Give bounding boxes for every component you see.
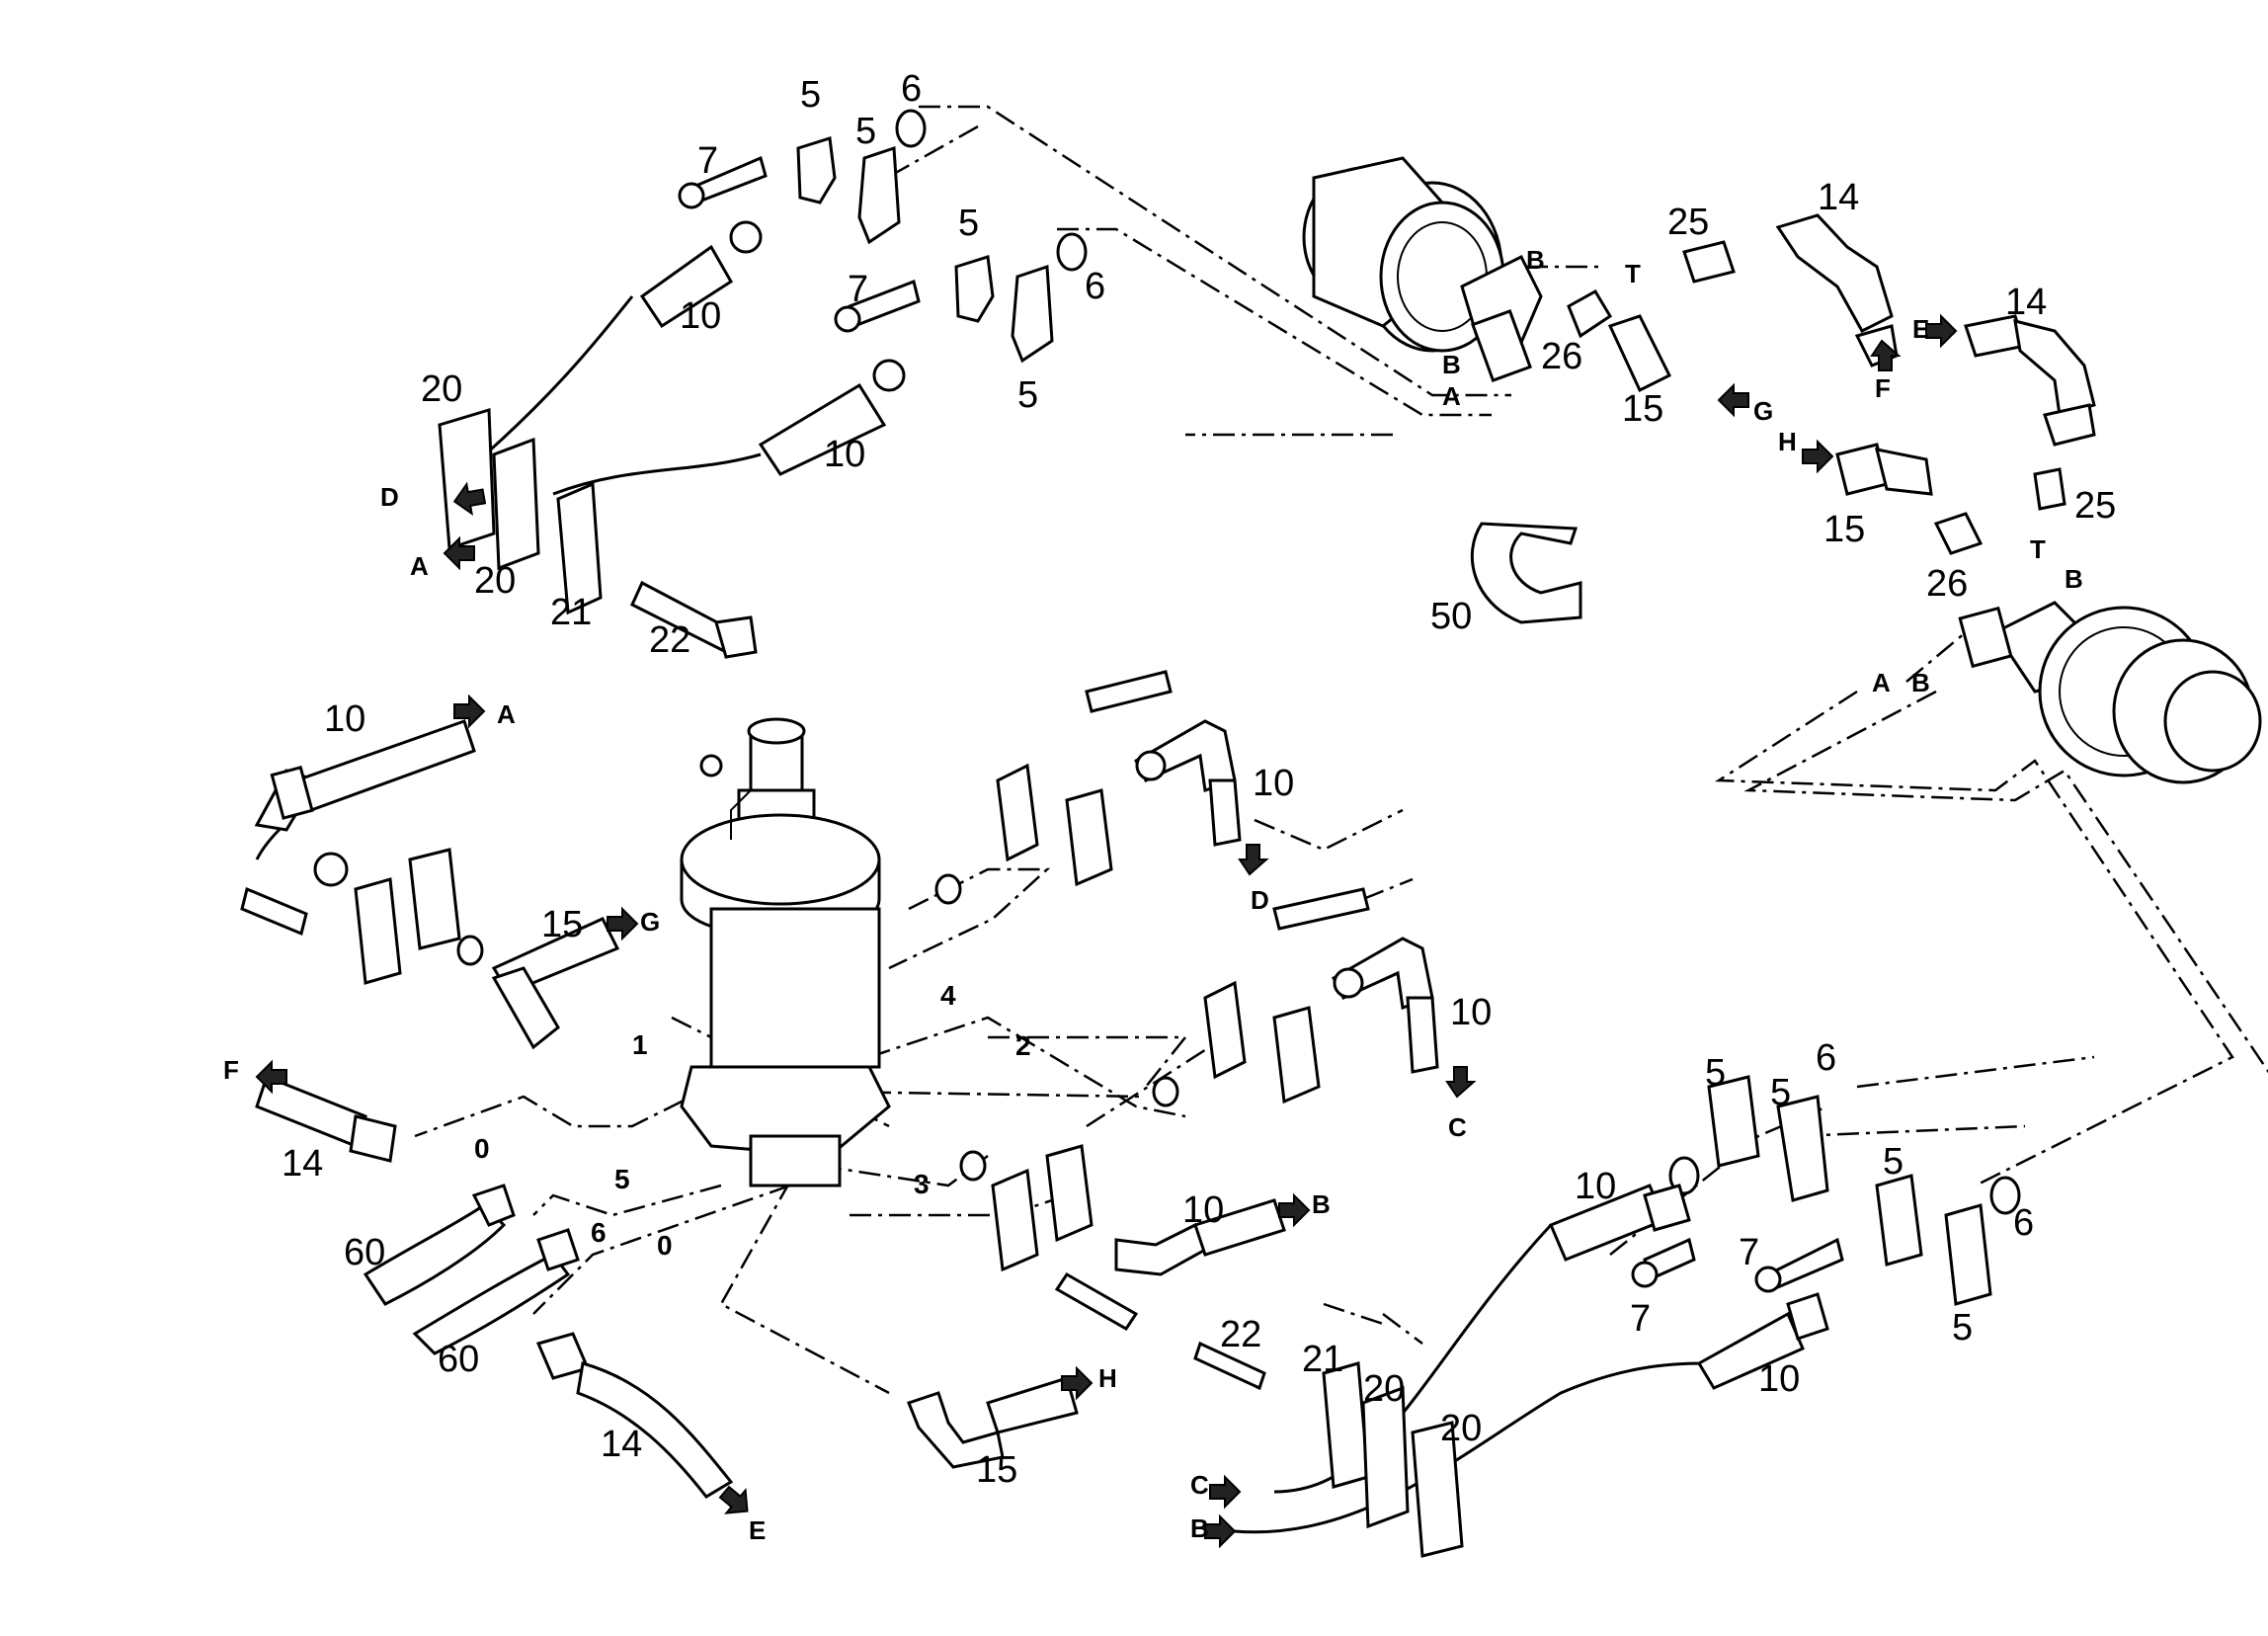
part-label: 21 xyxy=(550,592,592,633)
connection-letter: C xyxy=(1448,1112,1467,1142)
connection-letter: F xyxy=(1875,373,1891,403)
lower-right-brackets xyxy=(1193,1075,2021,1558)
central-pump-assembly xyxy=(680,717,891,1187)
line-number: 0 xyxy=(657,1230,673,1261)
upper-flange-set-1 xyxy=(639,109,1088,476)
part-label: 14 xyxy=(601,1424,642,1465)
part-label: 10 xyxy=(1575,1166,1616,1207)
part-label: 5 xyxy=(1883,1141,1904,1183)
part-label: 14 xyxy=(1818,177,1859,218)
part-label: 26 xyxy=(1926,563,1968,605)
connection-letter: A xyxy=(1442,381,1461,411)
connection-letter: G xyxy=(640,907,660,937)
part-label: 5 xyxy=(800,74,821,116)
connection-letter: A xyxy=(410,551,429,581)
connection-letter: B xyxy=(1526,245,1545,275)
connection-letter: G xyxy=(1753,396,1773,426)
connection-letter: B xyxy=(1190,1513,1209,1543)
connection-letter: H xyxy=(1098,1363,1117,1393)
part-label: 22 xyxy=(649,619,690,661)
part-label: 5 xyxy=(1017,374,1038,416)
part-label: 50 xyxy=(1430,596,1472,637)
part-label: 20 xyxy=(421,368,462,410)
connection-letter: A xyxy=(1872,668,1891,697)
connection-letter: C xyxy=(1190,1470,1209,1500)
connection-letter: T xyxy=(1625,259,1641,288)
part-label: 20 xyxy=(1363,1368,1405,1410)
part-label: 10 xyxy=(1758,1358,1800,1400)
part-label: 15 xyxy=(976,1449,1017,1491)
hose-lines xyxy=(255,295,1710,1534)
connection-letters: A D A D G F C B H E C B E F G H B B A T … xyxy=(223,245,2083,1545)
connection-arrows xyxy=(255,313,1958,1549)
part-label: 7 xyxy=(848,269,868,310)
part-label: 6 xyxy=(901,68,922,110)
part-label: 6 xyxy=(2013,1202,2034,1244)
part-label: 6 xyxy=(1816,1037,1836,1079)
part-label: 15 xyxy=(1823,509,1865,550)
line-number: 0 xyxy=(474,1133,490,1164)
line-number: 4 xyxy=(940,980,956,1011)
part-label: 10 xyxy=(1253,763,1294,804)
part-label: 10 xyxy=(1182,1189,1224,1231)
line-number: 1 xyxy=(632,1029,648,1060)
part-label: 10 xyxy=(1450,992,1492,1033)
part-label: 5 xyxy=(958,203,979,244)
part-label: 20 xyxy=(1440,1408,1482,1449)
part-label: 14 xyxy=(282,1143,323,1185)
part-label: 7 xyxy=(1739,1232,1759,1273)
routing-lines xyxy=(414,105,2268,1395)
part-label: 15 xyxy=(541,904,583,945)
part-label: 14 xyxy=(2005,282,2047,323)
part-label: 60 xyxy=(438,1339,479,1380)
connection-letter: T xyxy=(2030,534,2046,564)
part-label: 7 xyxy=(1630,1298,1651,1340)
connection-letter: E xyxy=(1912,314,1929,344)
part-label: 10 xyxy=(324,698,365,740)
part-number-labels: 5 5 6 7 10 5 6 7 5 10 20 20 21 22 25 14 … xyxy=(282,68,2116,1491)
connection-letter: B xyxy=(2065,564,2083,594)
part-label: 5 xyxy=(1770,1072,1791,1113)
part-label: 7 xyxy=(697,140,718,182)
part-label: 25 xyxy=(1667,202,1709,243)
part-label: 21 xyxy=(1302,1339,1343,1380)
part-label: 20 xyxy=(474,560,516,602)
upper-right-fittings xyxy=(1567,213,2096,555)
line-number: 2 xyxy=(1015,1030,1031,1061)
connection-letter: B xyxy=(1442,350,1461,379)
left-middle-hoses xyxy=(240,719,620,1163)
part-label: 10 xyxy=(824,434,865,475)
right-middle-flanges xyxy=(934,670,1439,1107)
band-clamp xyxy=(1470,522,1582,624)
connection-letter: H xyxy=(1778,427,1797,456)
part-label: 22 xyxy=(1220,1314,1261,1355)
part-label: 6 xyxy=(1085,266,1105,307)
connection-letter: D xyxy=(380,482,399,512)
connection-letter: A xyxy=(497,699,516,729)
line-number: 6 xyxy=(591,1217,607,1248)
hydraulic-motor-lower xyxy=(1958,601,2262,784)
line-numbers: 1 2 3 4 5 6 0 0 xyxy=(474,980,1031,1261)
part-label: 25 xyxy=(2074,485,2116,527)
part-label: 60 xyxy=(344,1232,385,1273)
part-label: 15 xyxy=(1622,388,1663,430)
part-label: 5 xyxy=(1705,1052,1726,1094)
connection-letter: B xyxy=(1911,668,1930,697)
part-label: 26 xyxy=(1541,336,1582,377)
connection-letter: E xyxy=(749,1515,766,1545)
part-label: 5 xyxy=(855,111,876,152)
connection-letter: F xyxy=(223,1055,239,1085)
connection-letter: D xyxy=(1251,885,1269,915)
line-number: 3 xyxy=(914,1169,930,1199)
tubes-60-and-hose-14 xyxy=(363,1184,734,1499)
lower-center-flanges xyxy=(907,1144,1286,1469)
line-number: 5 xyxy=(614,1164,630,1194)
part-label: 5 xyxy=(1952,1307,1973,1349)
connection-letter: B xyxy=(1312,1189,1331,1219)
part-label: 10 xyxy=(680,295,721,337)
clamp-bracket-set-1 xyxy=(438,408,758,659)
hydraulic-motor-upper xyxy=(1302,156,1543,382)
